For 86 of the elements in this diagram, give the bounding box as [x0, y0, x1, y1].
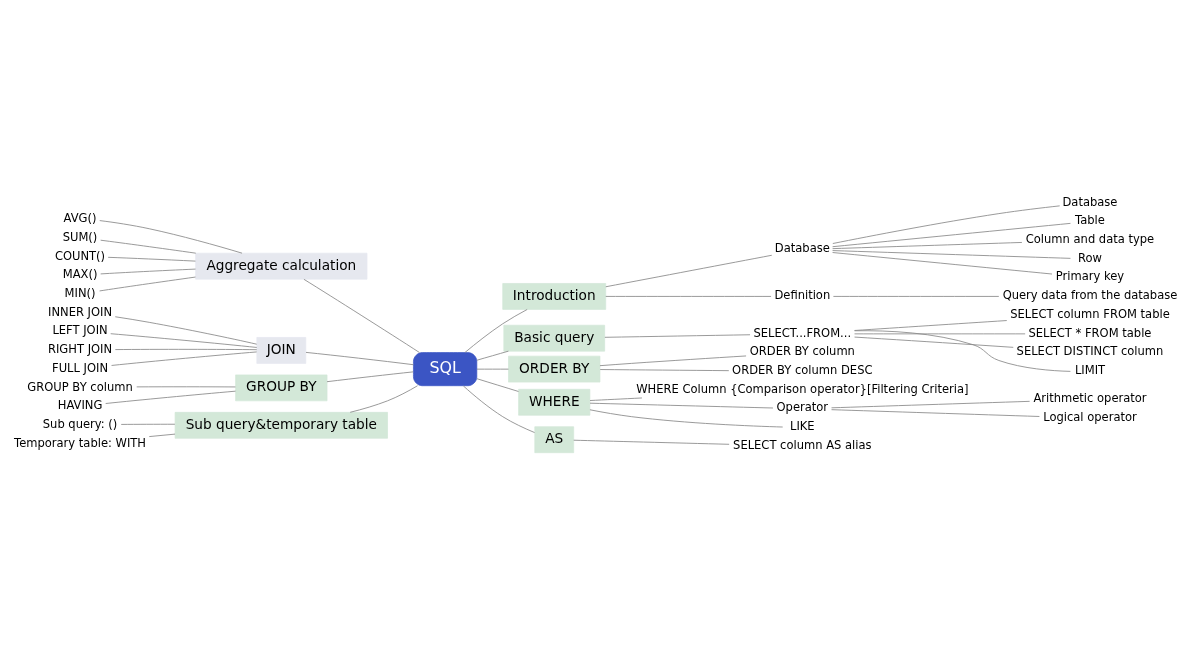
node-text: Arithmetic operator [1033, 391, 1147, 406]
connector [604, 334, 751, 338]
node-box: WHERE [518, 388, 591, 416]
connector [854, 330, 1071, 372]
node-box: Sub query&temporary table [174, 412, 388, 439]
connector [831, 400, 1031, 409]
connector [589, 397, 643, 401]
node-box: JOIN [256, 337, 307, 364]
node-text: MAX() [62, 267, 98, 282]
connector [832, 242, 1023, 250]
node-text: LEFT JOIN [52, 323, 108, 338]
connector [100, 268, 196, 275]
node-text: Database [774, 241, 830, 256]
node-text: Primary key [1055, 269, 1125, 284]
connector [854, 336, 1014, 348]
connector [120, 423, 176, 425]
connector [105, 390, 236, 404]
node-text: GROUP BY column [27, 379, 133, 394]
connector [573, 439, 730, 445]
connector [831, 409, 1040, 417]
connector [854, 333, 1026, 335]
node-text: Column and data type [1025, 231, 1155, 246]
connector [305, 351, 414, 366]
connector [100, 239, 197, 254]
connector [589, 402, 774, 409]
node-box: ORDER BY [508, 355, 601, 383]
connector [476, 378, 519, 392]
node-text: MIN() [64, 285, 96, 300]
connector [303, 278, 420, 353]
node-text: SELECT...FROM... [753, 325, 852, 340]
node-text: Query data from the database [1002, 288, 1178, 303]
connector [464, 309, 528, 353]
node-text: Database [1062, 194, 1118, 209]
connector [605, 254, 773, 288]
connector [110, 333, 258, 348]
node-text: RIGHT JOIN [47, 342, 113, 357]
connector [605, 296, 772, 297]
connector [832, 205, 1061, 244]
connector [476, 350, 509, 361]
node-text: Temporary table: WITH [14, 435, 146, 450]
node-text: FULL JOIN [52, 360, 109, 375]
connector [349, 385, 418, 413]
connector [832, 296, 1000, 297]
node-text: Logical operator [1043, 409, 1137, 424]
node-box: AS [534, 426, 575, 454]
node-text: INNER JOIN [48, 304, 113, 319]
node-text: WHERE Column {Comparison operator}[Filtering Criteria] [636, 381, 969, 396]
connector [99, 220, 243, 254]
connector [111, 351, 258, 366]
connector [136, 386, 236, 388]
connector [114, 316, 258, 345]
node-text: ORDER BY column [749, 344, 855, 359]
connector [599, 355, 747, 367]
connector [99, 276, 196, 292]
connector [476, 368, 509, 370]
connector [832, 252, 1053, 275]
node-text: SELECT column AS alias [733, 437, 872, 452]
node-text: Table [1075, 213, 1105, 228]
connector [599, 369, 730, 372]
connector [832, 222, 1071, 248]
connector [148, 433, 176, 437]
node-text: Definition [774, 288, 831, 303]
node-box: Basic query [503, 324, 605, 352]
connector [326, 371, 414, 383]
node-text: ORDER BY column DESC [732, 363, 873, 378]
node-box: Aggregate calculation [195, 252, 368, 280]
connector [114, 348, 258, 351]
node-box: SQL [413, 352, 478, 387]
node-box: Introduction [502, 283, 607, 310]
connector [832, 250, 1071, 259]
connector [107, 256, 196, 262]
node-text: Sub query: () [42, 417, 118, 432]
node-text: Row [1078, 250, 1102, 265]
connector [462, 385, 535, 433]
connector [589, 409, 784, 428]
node-box: GROUP BY [235, 374, 328, 402]
node-text: Operator [776, 400, 829, 415]
node-text: COUNT() [54, 248, 106, 263]
node-text: AVG() [63, 211, 97, 226]
node-text: LIMIT [1074, 363, 1106, 378]
node-text: LIKE [789, 419, 815, 434]
node-text: SELECT * FROM table [1028, 325, 1152, 340]
node-text: HAVING [57, 398, 103, 413]
node-text: SELECT column FROM table [1010, 306, 1170, 321]
node-text: SUM() [62, 229, 98, 244]
node-text: SELECT DISTINCT column [1016, 344, 1164, 359]
